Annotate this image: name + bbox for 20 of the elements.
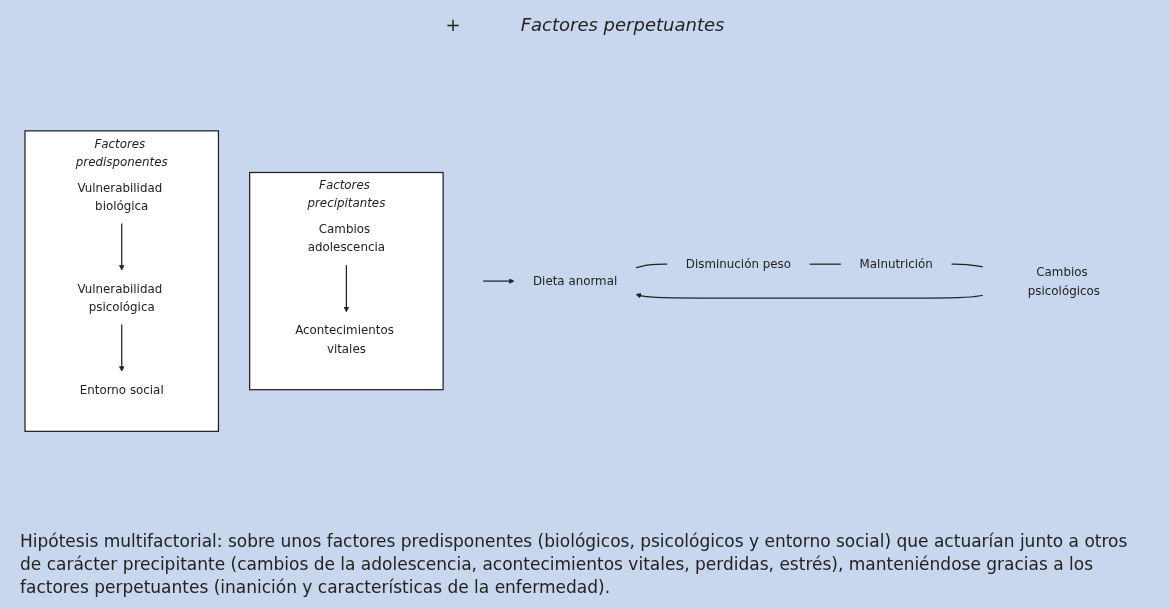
- arrow: [119, 222, 125, 271]
- arrow: [635, 292, 984, 299]
- node-text: Malnutrición: [859, 257, 933, 271]
- node-text: Entorno social: [79, 382, 164, 397]
- caption: Hipótesis multifactorial: sobre unos factores predisponentes (biológicos, psicológicos y entorno social) que actuarían junto a otros de carácter precipitante (cambios de la adolescencia, acontecimientos vitales, perdidas, estrés), manteniéndose gracias a los factores perpetuantes (inanición y características de la enfermedad).: [20, 530, 1129, 599]
- arrow: [482, 278, 515, 284]
- node-text: Acontecimientos vitales: [295, 323, 394, 355]
- node-text: Vulnerabilidad biológica: [77, 180, 163, 212]
- arrow: [343, 264, 350, 313]
- label-text: Factores perpetuantes: [520, 13, 725, 35]
- label-text: +: [445, 13, 461, 35]
- arrow: [119, 324, 125, 372]
- node-text: Cambios adolescencia: [307, 222, 385, 254]
- node-text: Vulnerabilidad psicológica: [77, 281, 163, 314]
- connector: [950, 263, 984, 268]
- connector: [635, 263, 668, 269]
- node-text: Dieta anormal: [532, 274, 618, 288]
- node-text: Cambios psicológicos: [1027, 265, 1100, 297]
- node-text: Disminución peso: [685, 257, 791, 271]
- connector: [809, 263, 842, 265]
